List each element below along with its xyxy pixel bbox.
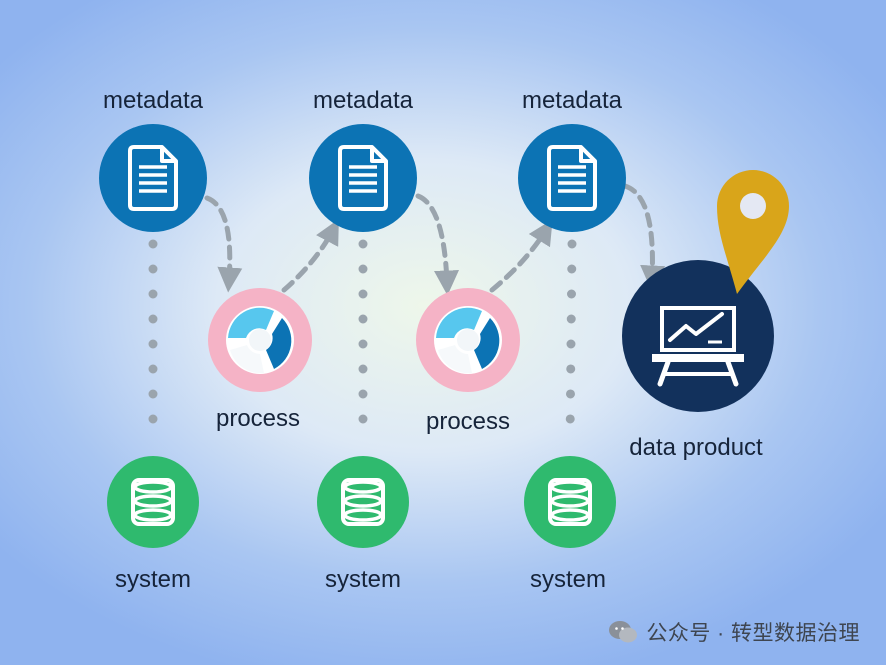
process-label-2: process <box>425 408 511 435</box>
metadata-node-3[interactable] <box>518 124 626 232</box>
flow-arrow-2 <box>281 218 339 293</box>
document-icon <box>547 145 597 211</box>
flow-arrow-1 <box>204 195 243 293</box>
wechat-icon <box>609 621 638 643</box>
process-node-1[interactable] <box>208 288 312 392</box>
metadata-label-3: metadata <box>521 87 623 114</box>
database-icon <box>548 478 592 526</box>
database-icon <box>341 478 385 526</box>
process-node-2[interactable] <box>416 288 520 392</box>
metadata-label-1: metadata <box>102 87 204 114</box>
presentation-chart-icon <box>652 306 744 387</box>
database-icon <box>131 478 175 526</box>
location-pin-icon <box>717 170 789 294</box>
dotted-link-3 <box>565 239 577 447</box>
connectors <box>148 183 666 447</box>
metadata-node-2[interactable] <box>309 124 417 232</box>
flow-arrow-5 <box>622 183 666 291</box>
flow-arrow-4 <box>489 219 553 293</box>
cycle-icon <box>434 306 502 374</box>
system-node-3[interactable] <box>524 456 616 548</box>
process-label-1: process <box>215 405 301 432</box>
document-icon <box>128 145 178 211</box>
metadata-label-2: metadata <box>312 87 414 114</box>
watermark: 公众号 · 转型数据治理 <box>608 615 860 649</box>
system-node-1[interactable] <box>107 456 199 548</box>
system-label-2: system <box>324 566 402 593</box>
metadata-node-1[interactable] <box>99 124 207 232</box>
system-label-3: system <box>529 566 607 593</box>
document-icon <box>338 145 388 211</box>
data-product-label: data product <box>629 434 763 461</box>
flow-arrow-3 <box>415 193 460 296</box>
nodes <box>99 124 789 548</box>
cycle-icon <box>226 306 294 374</box>
system-node-2[interactable] <box>317 456 409 548</box>
system-label-1: system <box>114 566 192 593</box>
watermark-text: 公众号 · 转型数据治理 <box>646 622 860 645</box>
data-product-node[interactable] <box>622 260 774 412</box>
